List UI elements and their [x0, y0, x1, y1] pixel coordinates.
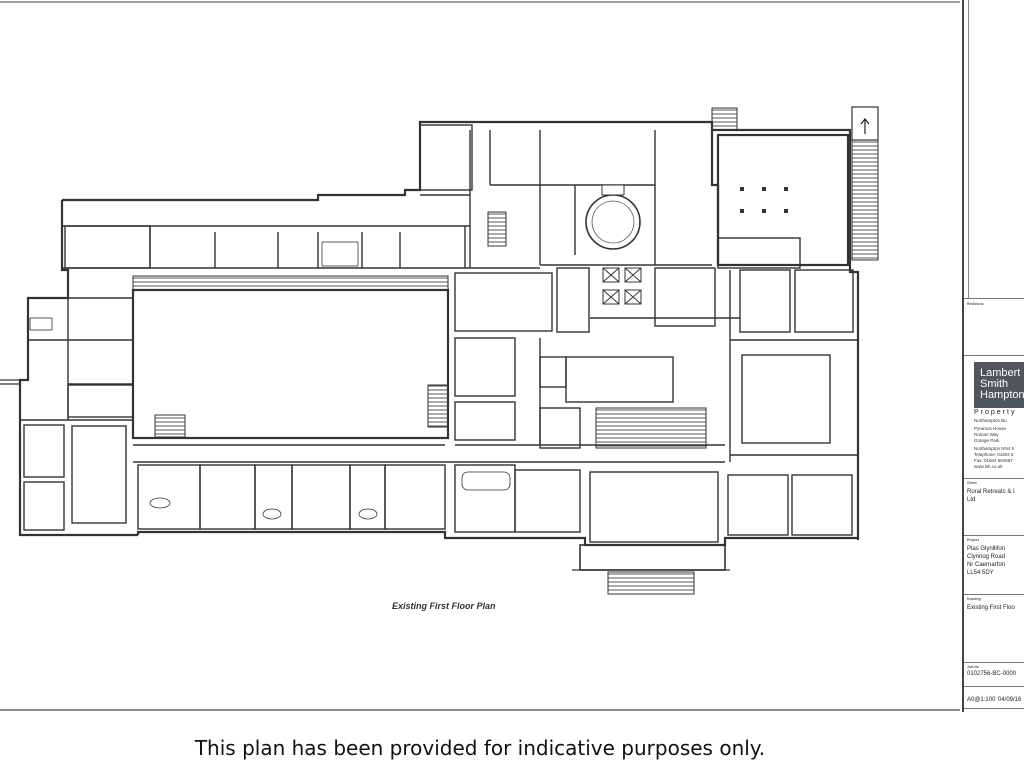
columns: [740, 187, 788, 213]
client-label: Client: [967, 481, 977, 485]
client-name-line-2: Ltd: [967, 497, 976, 503]
client-name-line-1: Rural Retreats & I: [967, 489, 1015, 495]
company-name: Property: [974, 409, 1017, 416]
round-room: [585, 194, 641, 250]
stairs: [154, 107, 879, 595]
drawing-name: Existing First Floo: [967, 605, 1015, 611]
title-block: Revisions Lambert Smith Hampton Property…: [962, 0, 1024, 712]
date: 04/09/16: [998, 697, 1022, 703]
void-panels: [602, 267, 642, 305]
revisions-label: Revisions: [967, 302, 984, 306]
plan-title: Existing First Floor Plan: [392, 601, 496, 611]
porch: [579, 544, 726, 571]
company-logo: Lambert Smith Hampton: [974, 362, 1024, 408]
drawing-label: Drawing: [967, 597, 981, 601]
floor-plan: [0, 1, 960, 711]
roof-hatch: [132, 275, 449, 291]
bath-fittings: [29, 241, 511, 520]
internal-walls: [20, 124, 858, 543]
external-walls: [18, 120, 860, 547]
scale: A0@1:100: [967, 697, 996, 703]
job-number-label: Job No: [967, 665, 979, 669]
project-label: Project: [967, 538, 979, 542]
drawing-number: 0102756-BC-0000: [967, 671, 1017, 677]
disclaimer-note: This plan has been provided for indicati…: [194, 736, 766, 760]
